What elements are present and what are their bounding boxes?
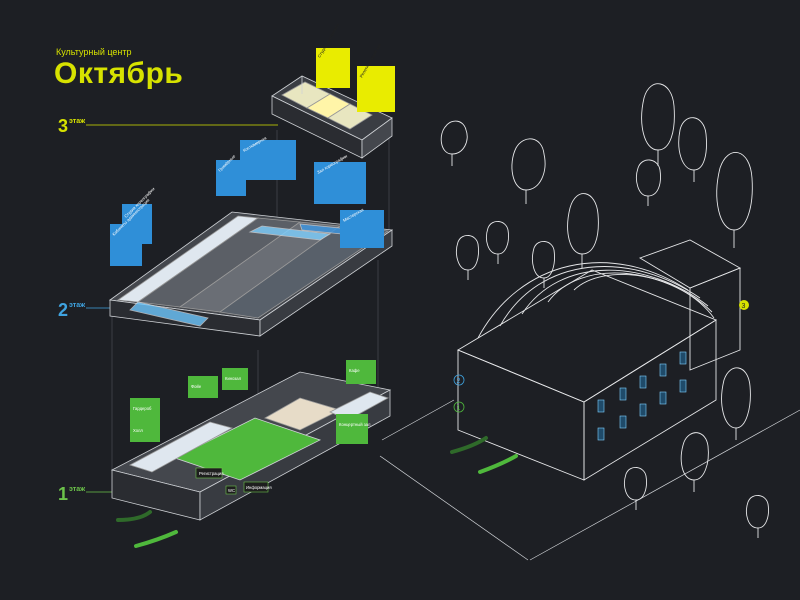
marker-1: 1 [457, 405, 461, 412]
floor-3-plan [271, 75, 393, 159]
floor-1-tag-4 [346, 360, 376, 384]
floor-2-label: 2этаж [58, 300, 85, 321]
floor-1-tag-0-text: Гардероб [133, 406, 152, 411]
floor-1-tag-0 [130, 398, 160, 420]
building-entrance-arrows [450, 436, 518, 474]
floor-1-sign-2: Информация [246, 485, 272, 490]
entrance-arrows [116, 510, 178, 548]
floor-1-tags: Гардероб Холл Фойе Кинозал Кафе Концертн… [130, 360, 376, 444]
floor-1-tag-2-text: Фойе [191, 384, 202, 389]
floor-1-tag-1-text: Холл [133, 428, 143, 433]
subtitle: Культурный центр [56, 47, 132, 57]
ground-plane [379, 399, 800, 561]
floor-1-label: 1этаж [58, 484, 85, 505]
floor-3-tag-rehearsal [357, 66, 395, 112]
floor-3-label: 3этаж [58, 116, 85, 137]
floor-2-number: 2 [58, 300, 69, 320]
floor-2-tag-5 [340, 210, 384, 248]
floor-1-sign-1: WC [228, 488, 235, 493]
floor-3-word: этаж [69, 118, 86, 125]
building-windows [597, 351, 687, 441]
floor-1-tag-1 [130, 420, 160, 442]
floor-1-number: 1 [58, 484, 69, 504]
floor-3-number: 3 [58, 116, 69, 136]
page-title: Октябрь [54, 57, 184, 90]
floor-3-tag-recording [316, 48, 350, 88]
floor-2-tag-4 [314, 162, 366, 204]
trees [440, 83, 769, 538]
floor-markers: 1 2 3 [453, 300, 749, 413]
floor-2-plan [108, 211, 394, 337]
floor-1-word: этаж [69, 486, 86, 493]
floor-2-tag-1 [110, 224, 142, 266]
floor-2-word: этаж [69, 302, 86, 309]
marker-3: 3 [742, 303, 746, 310]
floor-1-tag-5-text: Концертный зал [339, 422, 371, 427]
building-outline [456, 239, 742, 481]
floor-1-tag-3 [222, 368, 248, 390]
floor-2-tag-3 [240, 140, 296, 180]
floor-1-plan [110, 371, 392, 521]
floor-1-tag-3-text: Кинозал [225, 376, 242, 381]
marker-2: 2 [457, 378, 461, 385]
floor-1-signs: Регистрация WC Информация [195, 467, 272, 495]
floor-1-tag-5 [336, 414, 368, 444]
floor-1-tag-4-text: Кафе [349, 368, 360, 373]
floor-1-sign-0: Регистрация [199, 471, 223, 476]
floor-1-tag-2 [188, 376, 218, 398]
